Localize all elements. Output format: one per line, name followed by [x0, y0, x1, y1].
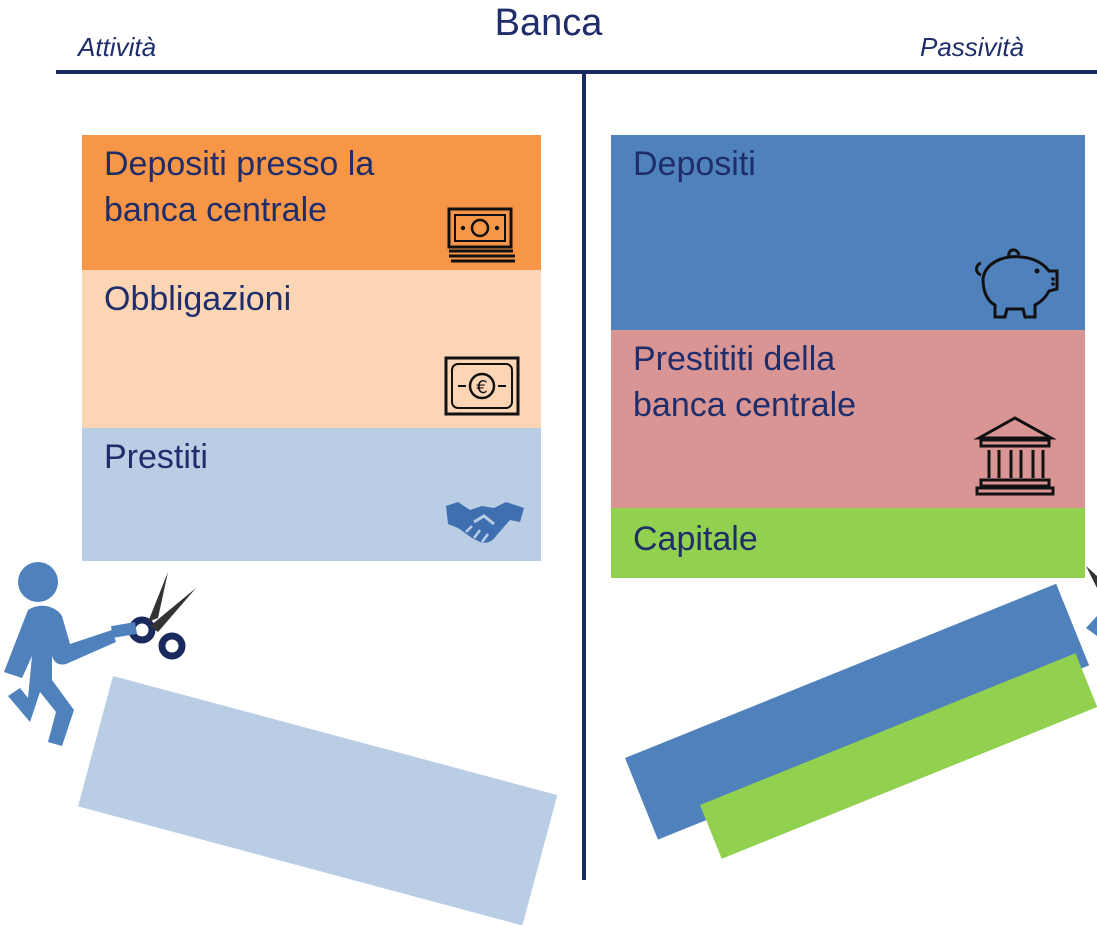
asset-bonds: Obbligazioni € [82, 270, 541, 428]
handshake-icon [444, 498, 526, 564]
liability-deposits: Depositi [611, 135, 1085, 330]
svg-text:€: € [476, 377, 487, 398]
person-with-scissors-icon [0, 560, 200, 775]
diagram-title: Banca [494, 2, 603, 44]
bank-building-icon [973, 414, 1057, 510]
assets-label: Attività [78, 32, 157, 62]
asset-label: Depositi presso la banca centrale [104, 145, 375, 229]
scissors-fragment-icon [1082, 566, 1097, 641]
liability-label: Depositi [633, 145, 756, 183]
liability-capital: Capitale [611, 508, 1085, 578]
asset-label: Obbligazioni [104, 280, 292, 318]
balance-sheet-horizontal-rule [56, 70, 1097, 74]
euro-bond-icon: € [444, 356, 520, 430]
liability-label: Capitale [633, 520, 758, 558]
liability-central-bank-loans: Prestititi della banca centrale [611, 330, 1085, 508]
asset-central-bank-deposits: Depositi presso la banca centrale [82, 135, 541, 270]
liabilities-label: Passività [920, 32, 1025, 62]
liability-label: Prestititi della banca centrale [633, 340, 857, 424]
banknote-stack-icon [447, 207, 517, 277]
asset-loans: Prestiti [82, 428, 541, 561]
balance-sheet-vertical-rule [582, 72, 586, 880]
piggy-bank-icon [973, 245, 1063, 337]
asset-label: Prestiti [104, 438, 208, 476]
